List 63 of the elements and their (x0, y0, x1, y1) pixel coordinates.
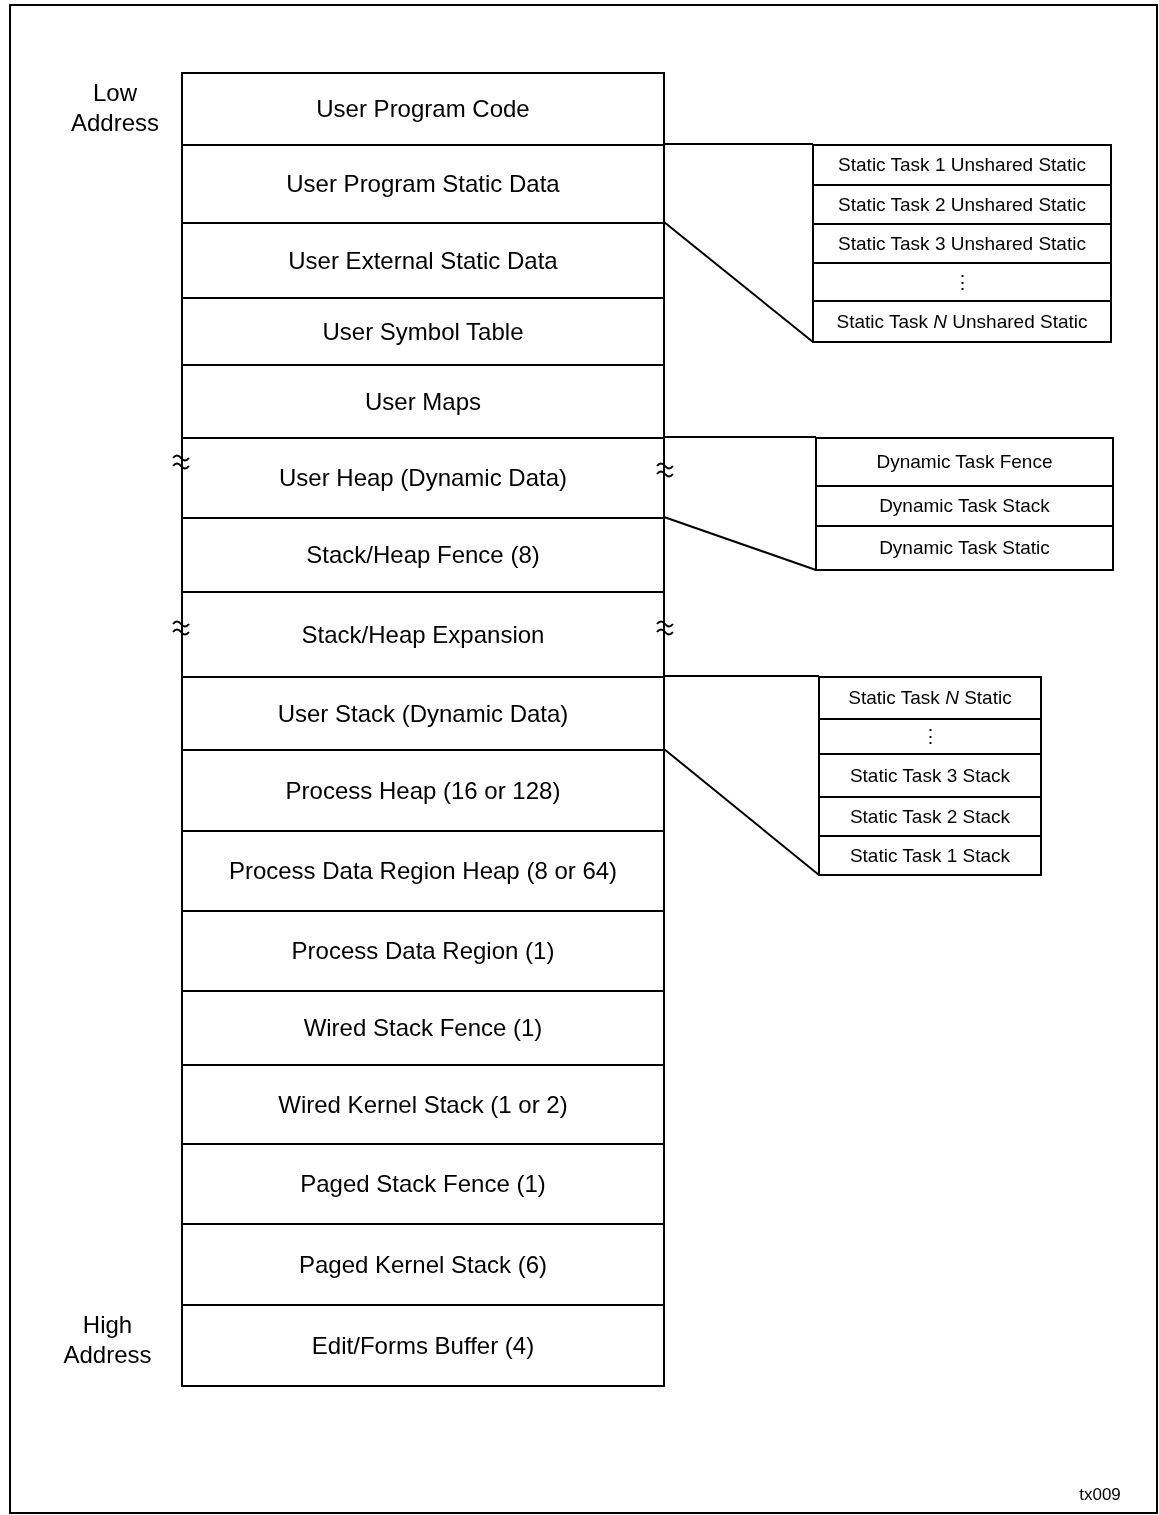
memory-segment (181, 222, 665, 299)
segment-label: Static Task 1 Unshared Static (838, 154, 1086, 176)
segment-label: User Program Code (316, 95, 530, 123)
task-region-row (818, 835, 1042, 876)
segment-label: Process Data Region Heap (8 or 64) (228, 857, 618, 885)
segment-label: User Maps (365, 387, 481, 416)
memory-segment (181, 1064, 665, 1145)
segment-label: Wired Kernel Stack (1 or 2) (278, 1090, 568, 1119)
memory-segment (181, 1304, 665, 1387)
task-region-row (815, 485, 1114, 527)
memory-segment (181, 364, 665, 439)
segment-label: Static Task 3 Unshared Static (838, 232, 1086, 255)
segment-label: Static Task N Static (848, 687, 1012, 709)
label-text: Low Address (69, 78, 160, 138)
task-region-row (812, 300, 1112, 343)
segment-label: Dynamic Task Stack (879, 495, 1050, 517)
task-region-row (818, 796, 1042, 837)
segment-label: Stack/Heap Fence (8) (306, 541, 540, 569)
segment-label: ⋮ (920, 725, 940, 748)
memory-segment (181, 749, 665, 832)
segment-label: User External Static Data (288, 246, 558, 275)
segment-label: Static Task 3 Stack (849, 764, 1011, 787)
memory-segment (181, 676, 665, 751)
segment-label: Dynamic Task Fence (876, 451, 1053, 473)
segment-label: Edit/Forms Buffer (4) (311, 1331, 535, 1360)
figure-id: tx009 (1078, 1484, 1122, 1506)
task-region-row (815, 525, 1114, 571)
memory-segment (181, 990, 665, 1066)
memory-segment (181, 297, 665, 366)
task-region-row (812, 223, 1112, 264)
segment-label: User Program Static Data (286, 170, 560, 198)
memory-segment (181, 591, 665, 678)
segment-label: Static Task 2 Stack (849, 805, 1011, 828)
segment-label: Dynamic Task Static (879, 537, 1050, 559)
label-text: High Address (62, 1310, 153, 1370)
segment-label: Stack/Heap Expansion (301, 620, 545, 649)
task-region-row (812, 144, 1112, 186)
memory-segment (181, 830, 665, 912)
segment-label: Static Task 1 Stack (849, 844, 1011, 867)
segment-label: Wired Stack Fence (1) (303, 1014, 543, 1042)
segment-label: Static Task 2 Unshared Static (838, 193, 1086, 216)
memory-segment (181, 1143, 665, 1225)
segment-label: Static Task N Unshared Static (836, 310, 1088, 333)
memory-segment (181, 72, 665, 146)
segment-label: Process Heap (16 or 128) (285, 776, 561, 805)
task-region-row (818, 718, 1042, 755)
segment-label: User Stack (Dynamic Data) (277, 699, 569, 728)
segment-label: User Symbol Table (322, 317, 524, 346)
segment-label: User Heap (Dynamic Data) (278, 464, 568, 492)
task-region-row (815, 437, 1114, 487)
segment-label: Process Data Region (1) (291, 937, 555, 965)
memory-segment (181, 910, 665, 992)
segment-label: Paged Stack Fence (1) (300, 1170, 546, 1198)
memory-segment (181, 1223, 665, 1306)
task-region-row (818, 753, 1042, 798)
memory-segment (181, 144, 665, 224)
memory-segment (181, 437, 665, 519)
segment-label: Paged Kernel Stack (6) (298, 1250, 548, 1279)
task-region-row (818, 676, 1042, 720)
task-region-row (812, 262, 1112, 302)
task-region-row (812, 184, 1112, 225)
memory-segment (181, 517, 665, 593)
segment-label: ⋮ (952, 270, 972, 294)
